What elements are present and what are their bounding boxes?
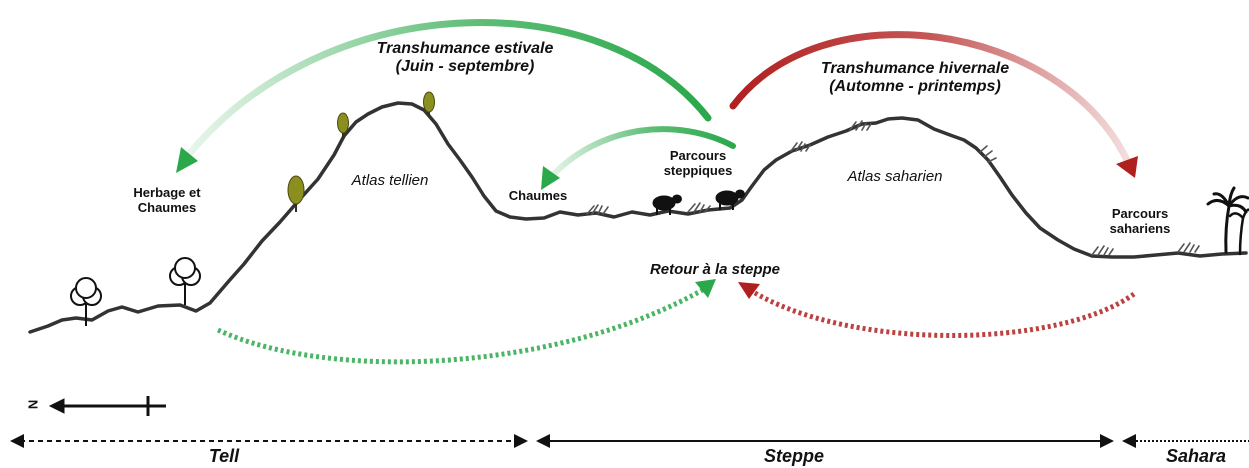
grass-tufts: [586, 120, 1200, 256]
outline-tree-icon: [70, 277, 102, 326]
herbage-label-line2: Chaumes: [137, 199, 197, 215]
palm-tree-icon: [1206, 186, 1249, 254]
steppe-to-chaumes-arrow: [545, 126, 736, 183]
tree-icon: [287, 175, 305, 212]
summer-arrowhead: [176, 147, 198, 173]
grass-tuft-icon: [687, 202, 711, 213]
tree-icon: [423, 91, 435, 116]
parcours-steppiques-label: Parcours steppiques: [648, 148, 748, 179]
grass-tuft-icon: [1091, 245, 1114, 256]
palm-tree-icon: [1228, 208, 1249, 256]
herbage-label-line1: Herbage et: [133, 185, 201, 200]
summer-transhumance-name: Transhumance estivale: [376, 40, 554, 57]
winter-transhumance-name: Transhumance hivernale: [820, 60, 1010, 77]
winter-arrowhead: [1116, 156, 1138, 178]
winter-transhumance-title: Transhumance hivernale (Automne - printe…: [780, 60, 1050, 97]
terrain-profile: [28, 101, 1248, 334]
zone-label-sahara: Sahara: [1165, 446, 1227, 466]
north-letter: N: [25, 399, 41, 410]
sheep-icon: [715, 189, 745, 210]
return-to-steppe-label: Retour à la steppe: [649, 261, 781, 278]
chaumes-label: Chaumes: [508, 188, 568, 203]
tree-icon: [337, 112, 349, 138]
sahara-label-line1: Parcours: [1111, 206, 1169, 221]
atlas-saharien-label: Atlas saharien: [847, 168, 943, 185]
parcours-sahariens-label: Parcours sahariens: [1090, 206, 1190, 237]
sheep-icon: [652, 194, 682, 215]
grass-tuft-icon: [790, 141, 811, 152]
return-from-sahara-arrow: [748, 287, 1136, 338]
sahara-label-line2: sahariens: [1109, 220, 1171, 236]
grass-tuft-icon: [1177, 242, 1200, 253]
grass-tuft-icon: [586, 204, 609, 215]
north-arrow-icon: [48, 396, 166, 416]
winter-transhumance-period: (Automne - printemps): [829, 78, 1001, 96]
steppe-label-line1: Parcours: [669, 148, 727, 163]
zone-label-tell: Tell: [208, 446, 240, 466]
herbage-chaumes-label: Herbage et Chaumes: [112, 185, 222, 216]
return-from-tell-arrow: [216, 285, 708, 365]
return-red-arrowhead: [738, 282, 760, 299]
atlas-tellien-label: Atlas tellien: [351, 172, 429, 189]
grass-tuft-icon: [849, 120, 872, 131]
winter-transhumance-arrow: [729, 31, 1132, 166]
summer-transhumance-title: Transhumance estivale (Juin - septembre): [340, 40, 590, 77]
zone-label-steppe: Steppe: [763, 446, 824, 466]
summer-transhumance-period: (Juin - septembre): [395, 58, 535, 76]
return-green-arrowhead: [695, 279, 716, 298]
outline-tree-icon: [169, 257, 201, 305]
summer-transhumance-arrow: [182, 18, 712, 162]
sahara-zone-bar: [1122, 434, 1249, 448]
tell-zone-bar: [10, 434, 528, 448]
steppe-label-line2: steppiques: [663, 162, 733, 178]
chaumes-arrowhead: [541, 166, 560, 190]
steppe-zone-bar: [536, 434, 1114, 448]
grass-tuft-icon: [979, 145, 997, 163]
